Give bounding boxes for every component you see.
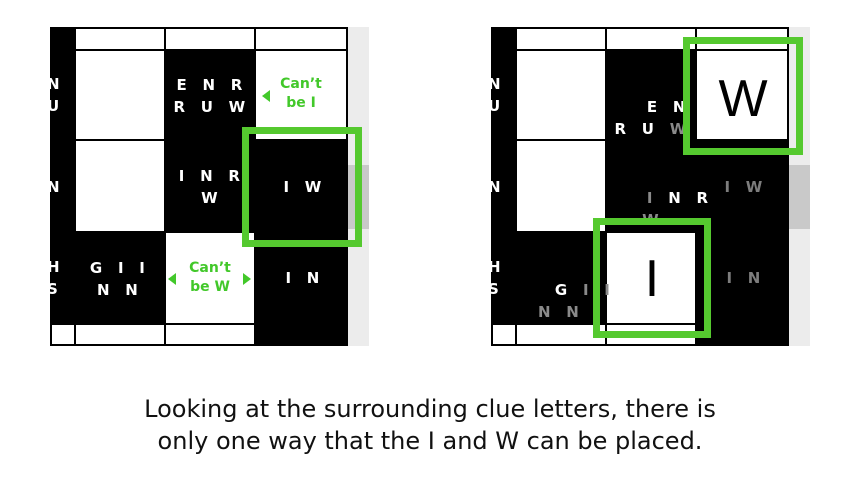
highlight-box (242, 127, 362, 247)
arrow-right-icon (243, 273, 251, 285)
edge-clue: N (50, 178, 60, 196)
clue-cell (491, 141, 515, 233)
grid-cell[interactable] (164, 27, 256, 51)
clue-cell (50, 233, 164, 325)
clue-cell (491, 233, 605, 325)
grid-cell[interactable] (74, 27, 166, 51)
grid-cell[interactable] (515, 49, 607, 141)
clue-letters: I N (285, 269, 325, 287)
grid-cell[interactable] (695, 49, 789, 141)
grid-cell[interactable] (164, 323, 256, 346)
clue-cell (164, 49, 256, 141)
placed-letter-w: W (718, 70, 768, 128)
clue-letters: I N (726, 269, 766, 287)
caption: Looking at the surrounding clue letters,… (0, 393, 860, 457)
caption-line: Looking at the surrounding clue letters,… (144, 395, 716, 423)
placed-letter-i: I (644, 250, 660, 308)
clue-cell (50, 141, 74, 233)
grid-cell[interactable] (515, 27, 607, 51)
highlight-box (593, 218, 711, 338)
grid-cell (50, 27, 74, 51)
caption-line: only one way that the I and W can be pla… (157, 427, 703, 455)
clue-letters: E N R R U W (173, 76, 251, 116)
grid-cell[interactable] (50, 323, 76, 346)
scrollbar-thumb[interactable] (789, 165, 810, 229)
edge-clue: N (491, 178, 501, 196)
grid-cell[interactable] (254, 27, 348, 51)
grid-cell[interactable] (515, 139, 607, 233)
edge-clue: H S (50, 258, 60, 298)
edge-clue: H S (491, 258, 501, 298)
clue-cell (254, 323, 348, 346)
clue-letters: I N R W (178, 167, 246, 207)
clue-cell (491, 49, 515, 141)
grid-cell[interactable] (74, 323, 166, 346)
clue-cell (254, 233, 348, 325)
arrow-left-icon (262, 90, 270, 102)
clue-cell (605, 141, 697, 233)
grid-cell[interactable] (254, 49, 348, 141)
grid-cell[interactable] (74, 139, 166, 233)
clue-cell (605, 49, 697, 141)
arrow-left-icon (168, 273, 176, 285)
clue-cell (164, 141, 256, 233)
clue-cell (50, 49, 74, 141)
clue-cell (695, 141, 789, 233)
constraint-note: Can’t be I (280, 76, 322, 111)
edge-clue: N U (491, 75, 501, 115)
clue-letters: G I I N N (89, 259, 151, 299)
clue-cell (254, 141, 348, 233)
edge-clue: N U (50, 75, 60, 115)
clue-letters: I W (724, 178, 768, 196)
clue-letters: I W (283, 178, 327, 196)
constraint-note: Can’t be W (189, 260, 231, 295)
clue-cell (695, 323, 789, 346)
highlight-box (683, 37, 803, 155)
grid-cell[interactable] (74, 49, 166, 141)
grid-cell[interactable] (605, 231, 697, 325)
puzzle-panel-before: N U N H S E N R R U W I N R W I W G I I … (50, 27, 369, 346)
grid-cell (491, 27, 515, 51)
